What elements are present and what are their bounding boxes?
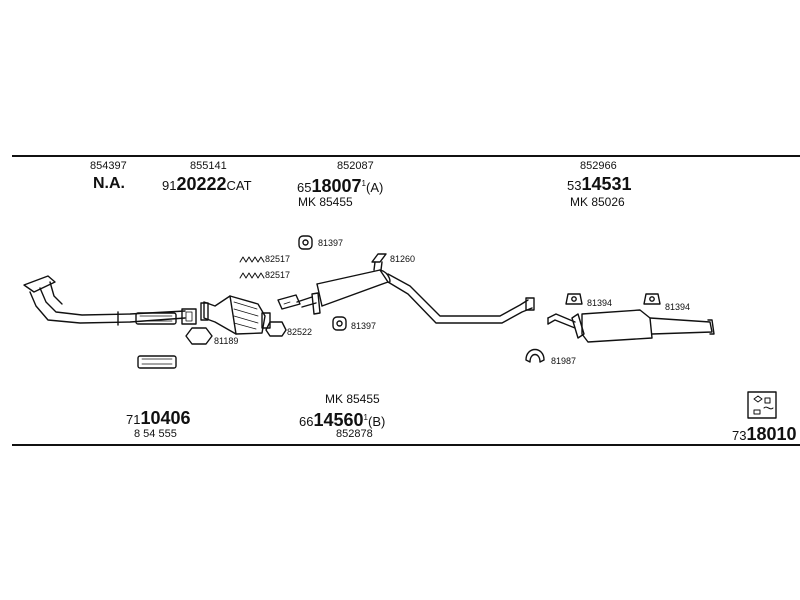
clamp-81260 — [371, 253, 387, 271]
header-col4-ref: 852966 — [580, 160, 617, 172]
header-col3-ref: 852087 — [337, 160, 374, 172]
front-pipe — [23, 275, 197, 326]
mount-81394-b — [643, 293, 661, 305]
header-col3-code: 65180071(A) — [297, 176, 384, 196]
flex-pipe — [137, 355, 177, 369]
footer-center-code: 66145601(B) — [299, 410, 386, 430]
part-label-81394-b: 81394 — [665, 302, 691, 312]
mount-81394-a — [565, 293, 583, 305]
header-col1-ref: 854397 — [90, 160, 127, 172]
header-col4-mk: MK 85026 — [570, 195, 625, 209]
spring-82517-a — [239, 256, 265, 263]
part-label-82517-a: 82517 — [265, 254, 291, 264]
header-col2-ref: 855141 — [190, 160, 227, 172]
part-label-82522: 82522 — [287, 327, 313, 337]
footer-right-code: 7318010 — [732, 424, 797, 444]
gasket-82522 — [265, 321, 287, 337]
part-label-81987: 81987 — [551, 356, 577, 366]
clamp-81987 — [525, 348, 545, 363]
bottom-rule — [12, 444, 800, 446]
footer-left-code: 7110406 — [126, 408, 191, 428]
part-label-81189: 81189 — [214, 336, 239, 346]
header-col1-code: N.A. — [93, 175, 125, 192]
mount-81397-a — [298, 235, 313, 250]
gasket-81189 — [185, 327, 213, 345]
footer-left-ref: 8 54 555 — [134, 428, 177, 440]
header-col3-mk: MK 85455 — [298, 195, 353, 209]
part-label-81397-a: 81397 — [318, 238, 344, 248]
header-col4-code: 5314531 — [567, 174, 632, 194]
part-label-81397-b: 81397 — [351, 321, 377, 331]
part-label-81260: 81260 — [390, 254, 416, 264]
header-col2-code: 9120222CAT — [162, 174, 252, 194]
top-rule — [12, 155, 800, 157]
spring-82517-b — [239, 272, 265, 279]
part-label-82517-b: 82517 — [265, 270, 291, 280]
rear-silencer — [547, 309, 715, 343]
mounting-kit-icon — [747, 391, 777, 419]
catalytic-converter — [200, 295, 271, 335]
mount-81397-b — [332, 316, 347, 331]
front-silencer — [277, 269, 535, 324]
footer-center-ref: 852878 — [336, 428, 373, 440]
footer-center-mk: MK 85455 — [325, 392, 380, 406]
part-label-81394-a: 81394 — [587, 298, 613, 308]
